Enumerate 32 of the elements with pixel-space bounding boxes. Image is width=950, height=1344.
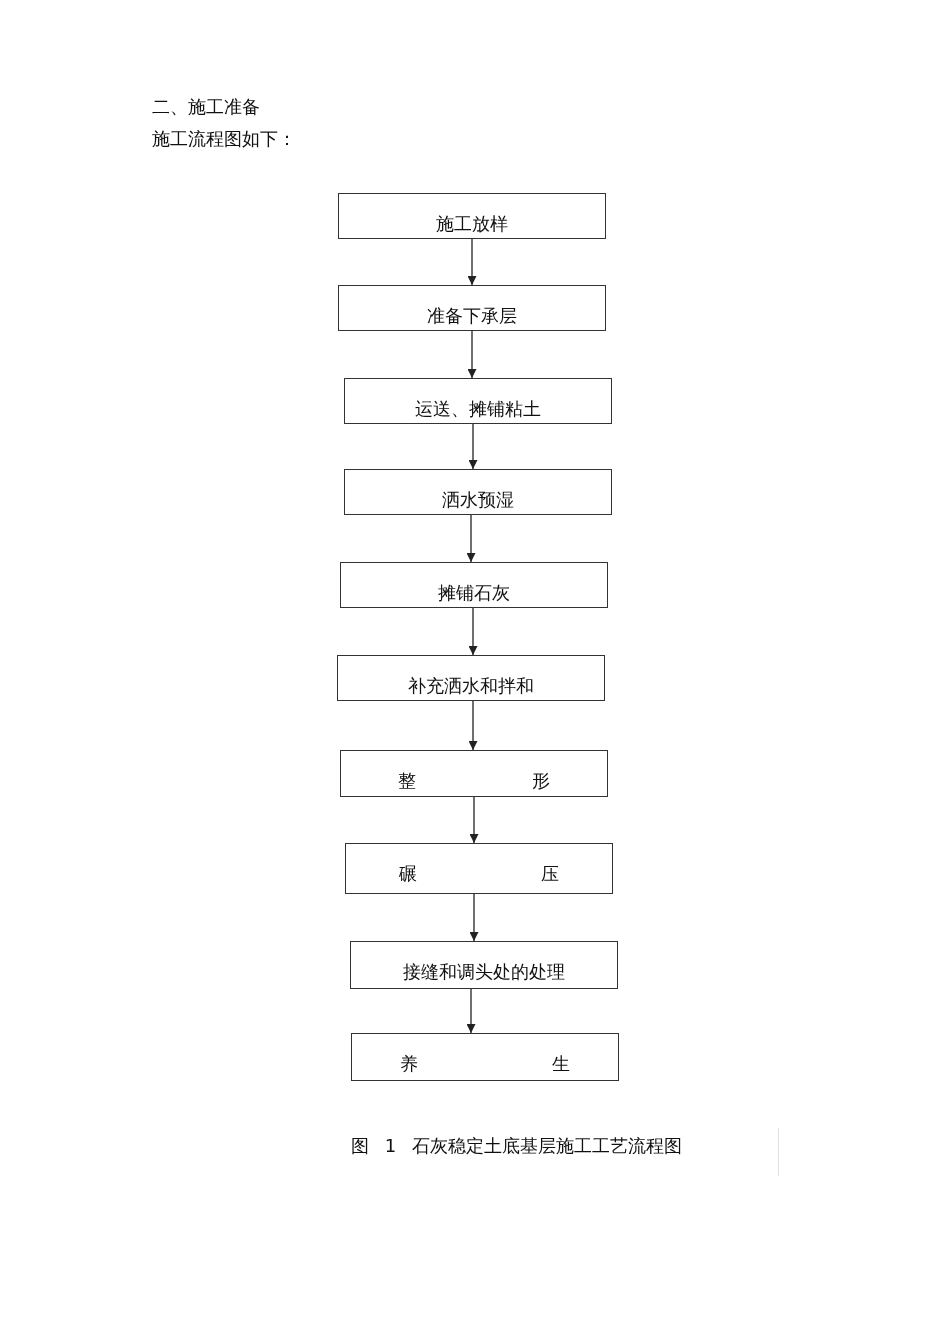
process-box [351,1033,619,1081]
process-box [340,750,608,797]
step-label: 养 生 [400,1053,570,1075]
step-label: 碾 压 [398,863,560,885]
arrow [469,893,479,942]
intro-text: 施工流程图如下： [152,127,296,151]
step-label: 洒水预湿 [442,489,514,511]
process-box [345,843,613,894]
arrow [466,988,476,1034]
step-label: 施工放样 [436,213,508,235]
step-label: 补充洒水和拌和 [408,675,534,697]
arrow [466,514,476,563]
arrow [468,700,478,751]
arrow [468,423,478,470]
step-label: 准备下承层 [427,305,517,327]
process-box [350,941,618,989]
section-heading: 二、施工准备 [152,95,260,119]
arrow [467,238,477,286]
process-box [338,193,606,239]
step-label: 接缝和调头处的处理 [403,961,565,983]
arrow [469,796,479,844]
process-box [338,285,606,331]
arrow [467,330,477,379]
arrow [468,607,478,656]
step-label: 整 形 [398,770,550,792]
process-box [344,469,612,515]
step-label: 摊铺石灰 [438,582,510,604]
figure-caption: 图 1 石灰稳定土底基层施工工艺流程图 [351,1134,682,1158]
step-label: 运送、摊铺粘土 [415,398,541,420]
process-box [344,378,612,424]
process-box [337,655,605,701]
process-box [340,562,608,608]
